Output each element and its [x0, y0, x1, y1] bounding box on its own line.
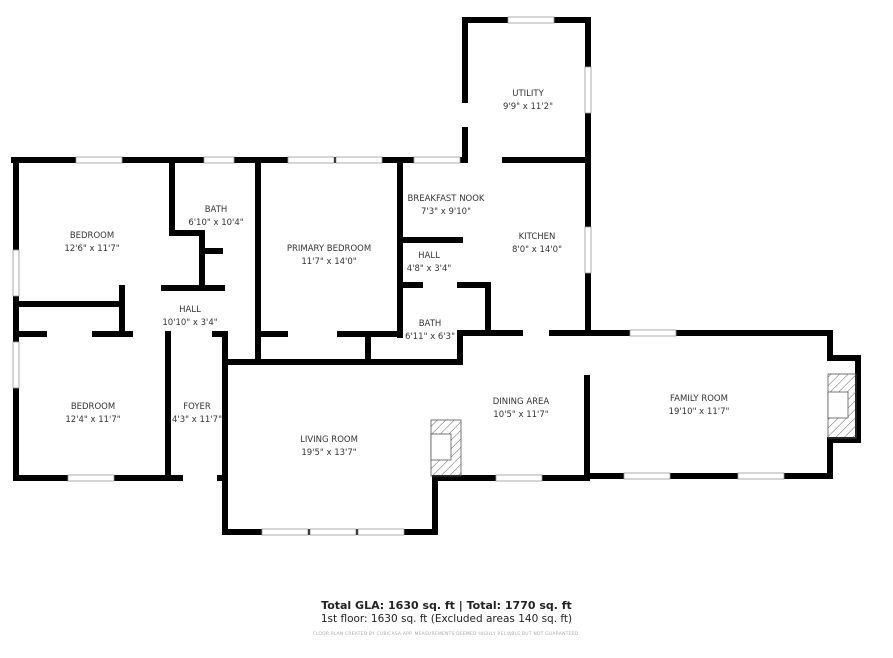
fireplace-family: [827, 373, 857, 439]
fireplace-living: [430, 419, 462, 477]
total-area: Total GLA: 1630 sq. ft | Total: 1770 sq.…: [321, 599, 572, 612]
floor-area: 1st floor: 1630 sq. ft (Excluded areas 1…: [320, 613, 573, 625]
disclaimer: FLOOR PLAN CREATED BY CUBICASA APP. MEAS…: [313, 632, 580, 637]
windows: [12, 16, 785, 536]
